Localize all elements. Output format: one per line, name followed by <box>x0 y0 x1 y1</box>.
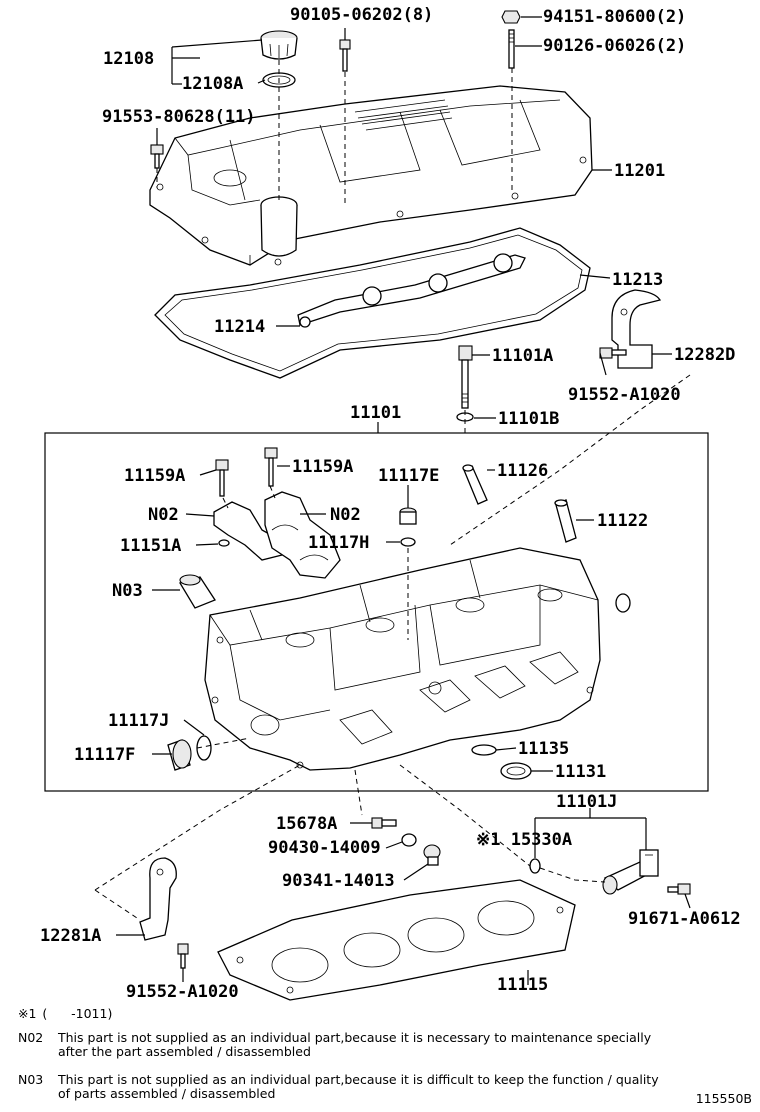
label-15678a: 15678A <box>276 814 337 834</box>
label-90126: 90126-06026(2) <box>543 36 686 56</box>
label-n02-left: N02 <box>148 505 179 525</box>
label-12282d: 12282D <box>674 345 735 365</box>
label-11159a-1: 11159A <box>124 466 185 486</box>
plug-gasket-11117h <box>400 537 416 547</box>
tight-plug <box>399 507 417 525</box>
gasket-90430 <box>401 833 417 847</box>
label-11213: 11213 <box>612 270 663 290</box>
label-11101: 11101 <box>350 403 401 423</box>
label-91553: 91553-80628(11) <box>102 107 256 127</box>
label-11122: 11122 <box>597 511 648 531</box>
figure-id: 115550B <box>695 1091 752 1106</box>
label-n02-right: N02 <box>330 505 361 525</box>
label-90430: 90430-14009 <box>268 838 381 858</box>
footnote-n02-text: This part is not supplied as an individu… <box>58 1030 652 1045</box>
tight-plug-11117f <box>167 739 192 771</box>
engine-hanger-rear <box>611 289 662 369</box>
cylinder-head-subassy-box <box>44 432 709 792</box>
label-11135: 11135 <box>518 739 569 759</box>
cylinder-head-cover <box>149 85 593 266</box>
label-11214: 11214 <box>214 317 265 337</box>
label-11115: 11115 <box>497 975 548 995</box>
insulator-gasket-11135 <box>471 744 497 756</box>
footnote-n03-text-cont: of parts assembled / disassembled <box>58 1086 276 1101</box>
head-bolt <box>458 345 473 409</box>
dashed-alignment-lines <box>94 60 691 921</box>
engine-hanger-front <box>139 857 177 941</box>
camshaft-housing-sleeve <box>179 574 216 609</box>
footnote-n02-key: N02 <box>18 1030 44 1045</box>
oil-filler-cap <box>260 30 298 60</box>
oil-control-valve <box>602 849 659 895</box>
part-number-labels: 90105-06202(8) 94151-80600(2) 90126-0602… <box>40 5 741 1002</box>
label-90341: 90341-14013 <box>282 871 395 891</box>
hanger-bolt-front <box>177 943 189 969</box>
cover-bolt <box>150 144 164 169</box>
label-12281a: 12281A <box>40 926 101 946</box>
label-11126: 11126 <box>497 461 548 481</box>
valve-guide-bush <box>462 464 488 505</box>
label-15330a: ※1 15330A <box>476 830 572 850</box>
cylinder-head-gasket <box>217 879 576 1001</box>
footnote-n02-text-cont: after the part assembled / disassembled <box>58 1044 311 1059</box>
leader-lines <box>116 16 691 985</box>
footnote-1-text: ( -1011) <box>42 1006 113 1021</box>
footnote-1: ※1 ( -1011) <box>18 1007 112 1021</box>
spark-plug-tube-gasket <box>297 253 526 328</box>
cam-seal-11131 <box>500 762 532 780</box>
label-11159a-2: 11159A <box>292 457 353 477</box>
label-11101j: 11101J <box>556 792 617 812</box>
label-11117j: 11117J <box>108 711 169 731</box>
label-12108: 12108 <box>103 49 154 69</box>
footnote-n02: N02 This part is not supplied as an indiv… <box>18 1031 651 1059</box>
straight-pin <box>218 539 230 547</box>
label-11151a: 11151A <box>120 536 181 556</box>
cam-bearing-cap-bolt-1 <box>215 459 229 497</box>
label-11117h: 11117H <box>308 533 369 553</box>
stud-and-nut <box>501 10 521 69</box>
label-91552-top: 91552-A1020 <box>568 385 681 405</box>
plug-90341 <box>423 844 441 866</box>
stud-bolt-90105 <box>339 39 351 72</box>
footnote-n03-text: This part is not supplied as an individu… <box>58 1072 659 1087</box>
footnote-1-key: ※1 <box>18 1006 37 1021</box>
label-n03: N03 <box>112 581 143 601</box>
camshaft-bearing-caps <box>213 491 341 579</box>
label-11201: 11201 <box>614 161 665 181</box>
label-91552-bottom: 91552-A1020 <box>126 982 239 1002</box>
cylinder-head-body <box>204 547 601 771</box>
side-plug <box>615 593 631 613</box>
label-11101a: 11101A <box>492 346 553 366</box>
footnote-n03-key: N03 <box>18 1072 44 1087</box>
ocv-bolt <box>667 883 691 895</box>
cam-bearing-cap-bolt-2 <box>264 447 278 487</box>
label-11101b: 11101B <box>498 409 559 429</box>
oil-control-valve-gasket <box>529 858 541 874</box>
label-11117f: 11117F <box>74 745 135 765</box>
label-94151: 94151-80600(2) <box>543 7 686 27</box>
union-bolt <box>371 817 397 829</box>
label-12108a: 12108A <box>182 74 243 94</box>
label-11117e: 11117E <box>378 466 439 486</box>
label-11131: 11131 <box>555 762 606 782</box>
label-91671: 91671-A0612 <box>628 909 741 929</box>
label-90105: 90105-06202(8) <box>290 5 433 25</box>
footnote-n03: N03 This part is not supplied as an indiv… <box>18 1073 659 1101</box>
valve-guide-bush-exhaust <box>554 499 577 543</box>
